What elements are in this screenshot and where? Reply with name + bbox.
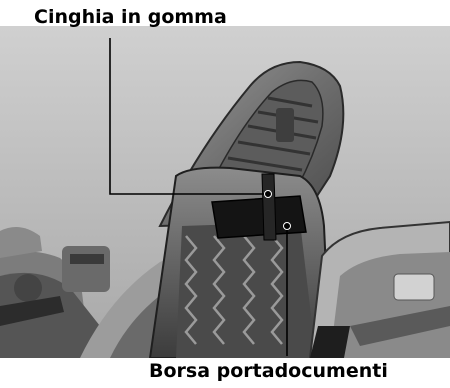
rubber-strap-label: Cinghia in gomma: [34, 6, 227, 28]
rear-body: [308, 220, 450, 358]
document-bag-label: Borsa portadocumenti: [149, 360, 388, 382]
motorcycle-illustration: [0, 26, 450, 358]
rubber-strap-shape: [261, 173, 277, 241]
storage-compartment: [148, 166, 332, 358]
document-bag-shape: [211, 195, 307, 239]
handlebar-area: [0, 227, 110, 358]
